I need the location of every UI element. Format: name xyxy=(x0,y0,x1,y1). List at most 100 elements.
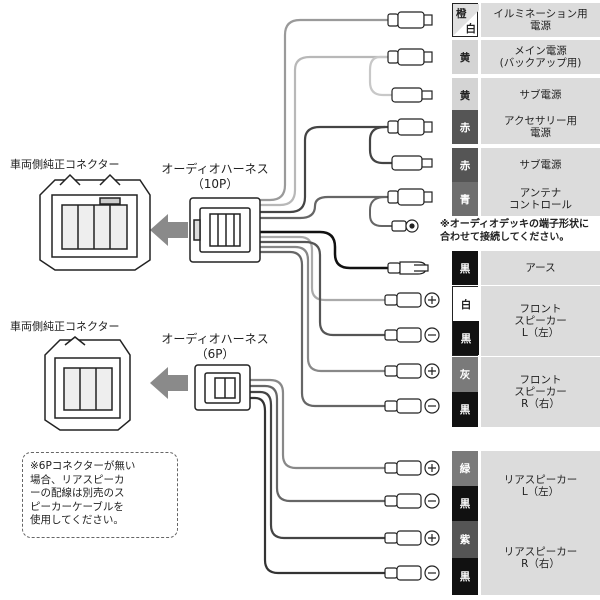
terminal-accessory xyxy=(387,118,433,136)
wire-sub-power-red xyxy=(368,125,394,165)
legend-row-main-power: 黄メイン電源 (バックアップ用) xyxy=(452,40,600,74)
wire-front-right-minus xyxy=(258,250,387,408)
note-6p-box xyxy=(22,452,178,538)
legend-row-sub-power-red: 赤サブ電源 xyxy=(452,148,600,182)
wire-antenna-branch xyxy=(369,196,393,227)
terminal-sub-power-red xyxy=(391,155,433,171)
color-top: 赤 xyxy=(452,110,478,144)
note-6p-text: ※6Pコネクターが無い 場合、リアスピーカ ーの配線は別売のス ピーカーケーブル… xyxy=(30,460,136,526)
terminal-sub-power-yellow xyxy=(391,87,433,103)
legend-row-rear-right: 紫黒リアスピーカー R（右） xyxy=(452,521,600,595)
color-top: 灰 xyxy=(452,357,478,392)
legend-row-accessory-power: 赤アクセサリー用 電源 xyxy=(452,110,600,144)
audio-harness-label-10p: オーディオハーネス xyxy=(161,162,269,176)
color-top: 紫 xyxy=(452,521,478,558)
wire-main-power xyxy=(253,55,392,207)
legend-label-rear-left: リアスピーカー L（左） xyxy=(481,451,600,521)
wire-rear-right-minus xyxy=(248,396,387,575)
wire-rear-left-plus xyxy=(248,378,387,470)
color-bottom: 白 xyxy=(465,22,477,35)
color-swatch: 白黒 xyxy=(452,286,479,356)
legend-label-antenna-control: アンテナ コントロール xyxy=(481,182,600,216)
harness-6p-connector xyxy=(194,364,251,411)
terminal-antenna xyxy=(387,188,433,206)
terminal-rear-left-plus xyxy=(384,460,422,476)
legend-row-illumination: 橙白イルミネーション用 電源 xyxy=(452,3,600,37)
terminal-illumination xyxy=(387,11,433,29)
terminal-front-right-minus xyxy=(384,398,422,414)
terminal-front-left-plus xyxy=(384,292,422,308)
color-swatch: 紫黒 xyxy=(452,521,478,595)
legend-label-rear-right: リアスピーカー R（右） xyxy=(481,521,600,595)
color-top: 黄 xyxy=(452,78,478,112)
audio-harness-label-6p: オーディオハーネス xyxy=(161,332,269,346)
note-deck: ※オーディオデッキの端子形状に 合わせて接続してください。 xyxy=(440,219,590,243)
plus-icon xyxy=(424,363,440,379)
wire-rear-right-plus xyxy=(248,390,387,540)
minus-icon xyxy=(424,398,440,414)
terminal-front-left-minus xyxy=(384,327,422,343)
legend-label-accessory-power: アクセサリー用 電源 xyxy=(481,110,600,144)
wire-accessory xyxy=(256,125,392,214)
terminal-rear-left-minus xyxy=(384,493,422,509)
vehicle-connector-10p xyxy=(39,173,151,271)
color-bottom: 黒 xyxy=(453,321,479,355)
legend-label-sub-power-red: サブ電源 xyxy=(481,148,600,182)
color-bottom: 黒 xyxy=(452,392,478,427)
vehicle-connector-label-10p: 車両側純正コネクター xyxy=(10,158,120,171)
wire-sub-power-yellow xyxy=(368,55,394,97)
vehicle-connector-label-6p: 車両側純正コネクター xyxy=(10,320,120,333)
color-top: 白 xyxy=(453,287,479,321)
legend-row-rear-left: 緑黒リアスピーカー L（左） xyxy=(452,451,600,521)
color-swatch: 赤 xyxy=(452,148,478,182)
arrow-left-icon xyxy=(150,214,188,246)
color-top: 赤 xyxy=(452,148,478,182)
legend-row-ground: 黒アース xyxy=(452,251,600,285)
wire-illumination xyxy=(248,18,392,202)
legend-label-front-right: フロント スピーカー R（右） xyxy=(481,357,600,427)
wire-antenna xyxy=(258,195,392,220)
color-swatch: 黄 xyxy=(452,40,478,74)
harness-10p-label: （10P） xyxy=(191,177,239,191)
minus-icon xyxy=(424,327,440,343)
plus-icon xyxy=(424,460,440,476)
harness-10p-connector xyxy=(189,197,261,263)
wire-front-right-plus xyxy=(258,245,387,373)
harness-6p-label: （6P） xyxy=(195,347,235,361)
wire-ground xyxy=(258,230,392,270)
legend-label-front-left: フロント スピーカー L（左） xyxy=(481,286,600,356)
terminal-rear-right-plus xyxy=(384,530,422,546)
color-top: 青 xyxy=(452,182,478,216)
color-swatch: 橙白 xyxy=(452,3,479,37)
plus-icon xyxy=(424,530,440,546)
legend-label-sub-power-yellow: サブ電源 xyxy=(481,78,600,112)
terminal-antenna-ring xyxy=(391,219,419,233)
color-swatch: 黒 xyxy=(452,251,478,285)
terminal-main-power xyxy=(387,48,433,66)
arrow-left-icon xyxy=(150,367,188,399)
color-top: 黒 xyxy=(452,251,478,285)
legend-row-antenna-control: 青アンテナ コントロール xyxy=(452,182,600,216)
color-bottom: 黒 xyxy=(452,486,478,521)
wire-front-left-minus xyxy=(258,240,387,337)
legend-label-main-power: メイン電源 (バックアップ用) xyxy=(481,40,600,74)
color-top: 緑 xyxy=(452,451,478,486)
legend-row-sub-power-yellow: 黄サブ電源 xyxy=(452,78,600,112)
color-swatch: 黄 xyxy=(452,78,478,112)
legend-row-front-right: 灰黒フロント スピーカー R（右） xyxy=(452,357,600,427)
legend-label-illumination: イルミネーション用 電源 xyxy=(481,3,600,37)
color-bottom: 黒 xyxy=(452,558,478,595)
terminal-ground xyxy=(387,261,429,275)
minus-icon xyxy=(424,565,440,581)
terminal-rear-right-minus xyxy=(384,565,422,581)
wire-rear-left-minus xyxy=(248,384,387,503)
legend-row-front-left: 白黒フロント スピーカー L（左） xyxy=(452,286,600,356)
minus-icon xyxy=(424,493,440,509)
plus-icon xyxy=(424,292,440,308)
color-swatch: 灰黒 xyxy=(452,357,478,427)
terminal-front-right-plus xyxy=(384,363,422,379)
color-swatch: 青 xyxy=(452,182,478,216)
color-top: 黄 xyxy=(452,40,478,74)
color-swatch: 緑黒 xyxy=(452,451,478,521)
